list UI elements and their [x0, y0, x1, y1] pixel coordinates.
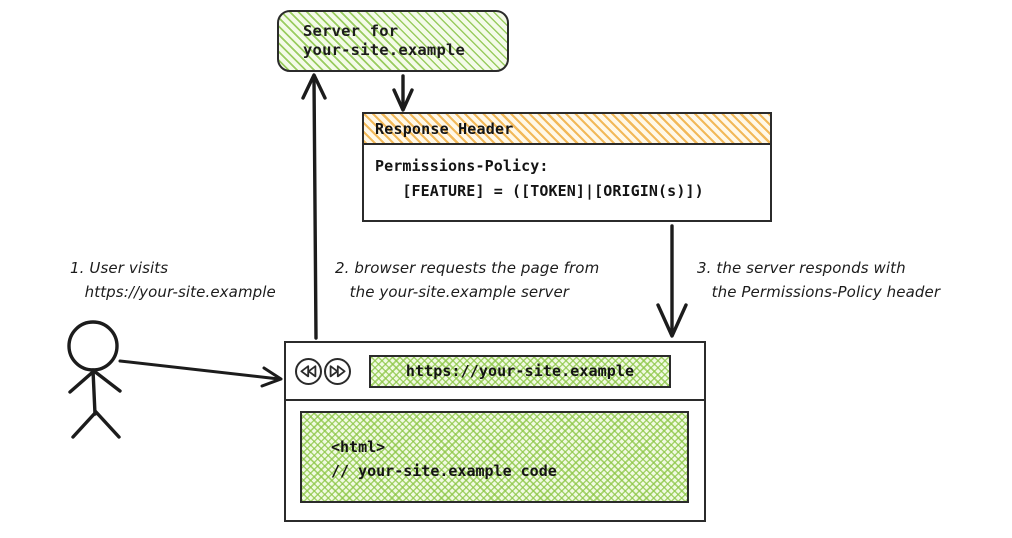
browser-window: https://your-site.example <html> // your… — [284, 341, 706, 522]
response-header-card: Response Header Permissions-Policy: [FEA… — [362, 112, 772, 222]
caption-step-1-line2: https://your-site.example — [70, 283, 276, 301]
back-button[interactable] — [295, 357, 322, 385]
forward-button[interactable] — [324, 357, 351, 385]
stick-figure-user — [67, 320, 122, 439]
caption-step-3-line2: the Permissions-Policy header — [697, 283, 941, 301]
page-source-line2: // your-site.example code — [331, 462, 557, 480]
url-text: https://your-site.example — [405, 362, 635, 380]
browser-toolbar: https://your-site.example — [286, 343, 704, 401]
arrow-browser-to-server — [301, 73, 327, 340]
caption-step-1: 1. User visits https://your-site.example — [70, 256, 276, 304]
page-source-line1: <html> — [331, 438, 386, 456]
caption-step-1-line1: 1. User visits — [70, 259, 169, 277]
arrow-response-header-to-browser — [656, 224, 688, 338]
caption-step-2-line2: the your-site.example server — [335, 283, 570, 301]
stick-figure-arms — [68, 368, 122, 394]
caption-step-2-line1: 2. browser requests the page from — [335, 259, 600, 277]
arrow-server-to-response-header — [392, 74, 414, 112]
caption-step-3: 3. the server responds with the Permissi… — [697, 256, 940, 304]
permissions-policy-value: [FEATURE] = ([TOKEN]|[ORIGIN(s)]) — [375, 182, 704, 200]
stick-figure-head — [67, 320, 119, 372]
arrow-user-to-browser — [118, 359, 283, 388]
page-source-box: <html> // your-site.example code — [300, 411, 689, 503]
stick-figure-torso — [91, 368, 97, 416]
browser-viewport: <html> // your-site.example code — [286, 401, 704, 503]
server-label-line1: Server for — [303, 22, 399, 40]
response-header-title-bar: Response Header — [364, 114, 770, 145]
rewind-icon — [300, 364, 317, 377]
caption-step-3-line1: 3. the server responds with — [697, 259, 906, 277]
url-bar[interactable]: https://your-site.example — [369, 354, 671, 388]
response-header-body: Permissions-Policy: [FEATURE] = ([TOKEN]… — [364, 145, 770, 204]
caption-step-2: 2. browser requests the page from the yo… — [335, 256, 599, 304]
server-label-line2: your-site.example — [303, 41, 466, 59]
permissions-policy-key: Permissions-Policy: — [375, 157, 549, 175]
fast-forward-icon — [329, 364, 346, 377]
stick-figure-legs — [71, 409, 121, 439]
response-header-title: Response Header — [375, 119, 514, 138]
